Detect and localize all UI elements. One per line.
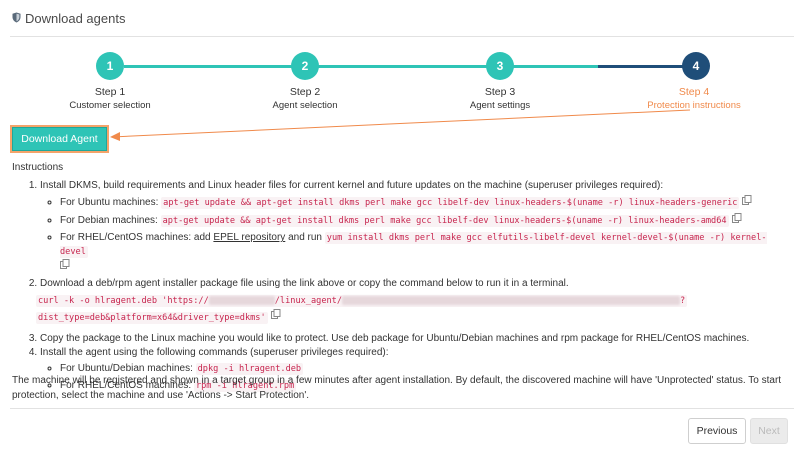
callout-arrow bbox=[110, 109, 691, 141]
copy-icon[interactable] bbox=[60, 259, 70, 274]
page-title: Download agents bbox=[25, 11, 126, 26]
instruction-step-4: Install the agent using the following co… bbox=[40, 346, 792, 393]
ubuntu-install-item: For Ubuntu/Debian machines: dpkg -i hlra… bbox=[60, 362, 792, 376]
step-3-circle[interactable]: 3 bbox=[486, 52, 514, 80]
rhel-headers-item: For RHEL/CentOS machines: add EPEL repos… bbox=[60, 231, 792, 274]
step-track-active bbox=[598, 65, 684, 68]
page-header: Download agents bbox=[12, 11, 125, 26]
instruction-step-3: Copy the package to the Linux machine yo… bbox=[40, 332, 792, 346]
step-track-complete bbox=[124, 65, 598, 68]
instructions-list: Install DKMS, build requirements and Lin… bbox=[12, 179, 792, 393]
divider bbox=[10, 408, 794, 409]
divider bbox=[10, 36, 794, 37]
instructions-heading: Instructions bbox=[12, 162, 64, 173]
ubuntu-headers-item: For Ubuntu machines: apt-get update && a… bbox=[60, 195, 792, 210]
download-agent-button[interactable]: Download Agent bbox=[12, 127, 107, 151]
debian-headers-command[interactable]: apt-get update && apt-get install dkms p… bbox=[160, 215, 729, 228]
debian-headers-item: For Debian machines: apt-get update && a… bbox=[60, 213, 792, 228]
registration-note: The machine will be registered and shown… bbox=[12, 375, 782, 401]
step-4-circle[interactable]: 4 bbox=[682, 52, 710, 80]
epel-repository-link[interactable]: EPEL repository bbox=[213, 232, 286, 244]
step-2-circle[interactable]: 2 bbox=[291, 52, 319, 80]
instructions: Instructions Install DKMS, build require… bbox=[12, 161, 792, 396]
dpkg-command[interactable]: dpkg -i hlragent.deb bbox=[195, 363, 304, 376]
copy-icon[interactable] bbox=[270, 309, 281, 325]
ubuntu-headers-command[interactable]: apt-get update && apt-get install dkms p… bbox=[161, 197, 740, 210]
previous-button[interactable]: Previous bbox=[688, 418, 746, 444]
copy-icon[interactable] bbox=[742, 195, 752, 210]
redacted-host bbox=[208, 296, 275, 306]
curl-command-params[interactable]: dist_type=deb&platform=x64&driver_type=d… bbox=[36, 312, 268, 325]
instruction-step-2: Download a deb/rpm agent installer packa… bbox=[36, 277, 792, 326]
rhel-install-item: For RHEL/CentOS machines: rpm -i hlragen… bbox=[60, 379, 792, 393]
step-1-circle[interactable]: 1 bbox=[96, 52, 124, 80]
next-button[interactable]: Next bbox=[750, 418, 788, 444]
rpm-command[interactable]: rpm -i hlragent.rpm bbox=[193, 380, 297, 393]
shield-icon bbox=[12, 11, 21, 26]
copy-icon[interactable] bbox=[731, 213, 742, 228]
instruction-step-1: Install DKMS, build requirements and Lin… bbox=[40, 179, 792, 274]
curl-command[interactable]: curl -k -o hlragent.deb 'https:///linux_… bbox=[36, 295, 688, 308]
redacted-token bbox=[342, 296, 681, 306]
